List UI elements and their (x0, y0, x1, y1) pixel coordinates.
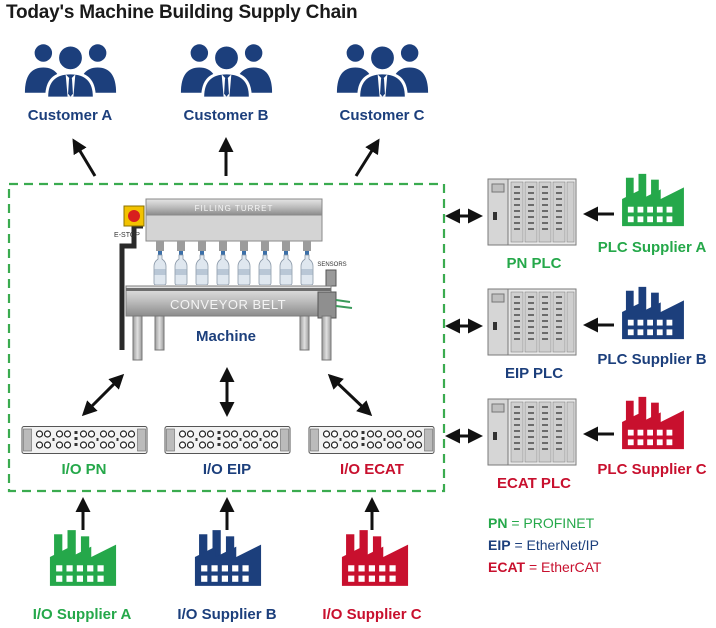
factory-icon (341, 530, 409, 586)
io-module-icon (164, 426, 291, 454)
legend-text: EtherCAT (541, 559, 602, 575)
io-module-label: I/O ECAT (340, 461, 404, 478)
io-module-icon (308, 426, 435, 454)
customer-label: Customer B (183, 107, 268, 124)
machine-illustration: E-STOP FILLING TURRET SENSORS CONVEYOR B… (114, 198, 353, 361)
customer-label: Customer C (339, 107, 424, 124)
plc-supplier-c: PLC Supplier C (597, 396, 707, 478)
plc-ecat: ECAT PLC (487, 398, 577, 492)
io-supplier-label: I/O Supplier C (322, 606, 421, 623)
filling-turret-label: FILLING TURRET (195, 204, 274, 213)
io-supplier-label: I/O Supplier B (177, 606, 276, 623)
sensors-label: SENSORS (317, 262, 346, 268)
plc-label: PN PLC (506, 255, 561, 272)
factory-icon (622, 173, 684, 227)
customer-group-icon (179, 43, 274, 97)
io-supplier-c: I/O Supplier C (322, 530, 422, 623)
machine-enclosure (7, 182, 446, 493)
legend-text: PROFINET (523, 515, 594, 531)
legend-entry-pn: PN = PROFINET (488, 515, 595, 531)
plc-rack-icon (487, 398, 577, 466)
plc-supplier-b: PLC Supplier B (597, 286, 707, 368)
arrow-machine-io-pn (81, 373, 125, 417)
io-module-eip: I/O EIP (164, 426, 291, 478)
plc-pn: PN PLC (487, 178, 577, 272)
io-supplier-a: I/O Supplier A (33, 530, 132, 623)
plc-supplier-a: PLC Supplier A (598, 173, 707, 256)
legend-abbr: EIP (488, 537, 511, 553)
customer-group-icon (23, 43, 118, 97)
diagram-title: Today's Machine Building Supply Chain (6, 2, 358, 23)
plc-eip: EIP PLC (487, 288, 577, 382)
legend: PN = PROFINET EIP = EtherNet/IP ECAT = E… (488, 515, 602, 575)
legend-abbr: PN (488, 515, 507, 531)
arrow-machine-io-ecat (327, 373, 373, 417)
legend-sep: = (525, 559, 541, 575)
plc-supplier-label: PLC Supplier B (597, 351, 706, 368)
arrow-to-customer-a (72, 138, 97, 177)
arrow-to-customer-c (354, 138, 380, 177)
io-module-pn: I/O PN (21, 426, 148, 478)
conveyor-belt-label: CONVEYOR BELT (170, 297, 286, 312)
customer-group-icon (335, 43, 430, 97)
estop-label: E-STOP (114, 232, 140, 239)
legend-entry-eip: EIP = EtherNet/IP (488, 537, 599, 553)
io-module-icon (21, 426, 148, 454)
plc-supplier-label: PLC Supplier A (598, 239, 707, 256)
io-supplier-b: I/O Supplier B (177, 530, 277, 623)
plc-label: ECAT PLC (497, 475, 571, 492)
plc-label: EIP PLC (505, 365, 563, 382)
customer-c: Customer C (335, 43, 430, 124)
factory-icon (622, 396, 684, 450)
legend-entry-ecat: ECAT = EtherCAT (488, 559, 602, 575)
legend-abbr: ECAT (488, 559, 526, 575)
factory-icon (49, 530, 117, 586)
legend-sep: = (507, 515, 523, 531)
factory-icon (622, 286, 684, 340)
io-module-ecat: I/O ECAT (308, 426, 435, 478)
customer-label: Customer A (28, 107, 113, 124)
customer-a: Customer A (23, 43, 118, 124)
plc-rack-icon (487, 288, 577, 356)
machine-label: Machine (196, 328, 256, 345)
legend-text: EtherNet/IP (527, 537, 599, 553)
customer-b: Customer B (179, 43, 274, 124)
plc-supplier-label: PLC Supplier C (597, 461, 706, 478)
factory-icon (194, 530, 262, 586)
io-module-label: I/O EIP (203, 461, 251, 478)
legend-sep: = (511, 537, 527, 553)
io-module-label: I/O PN (61, 461, 106, 478)
plc-rack-icon (487, 178, 577, 246)
io-supplier-label: I/O Supplier A (33, 606, 132, 623)
